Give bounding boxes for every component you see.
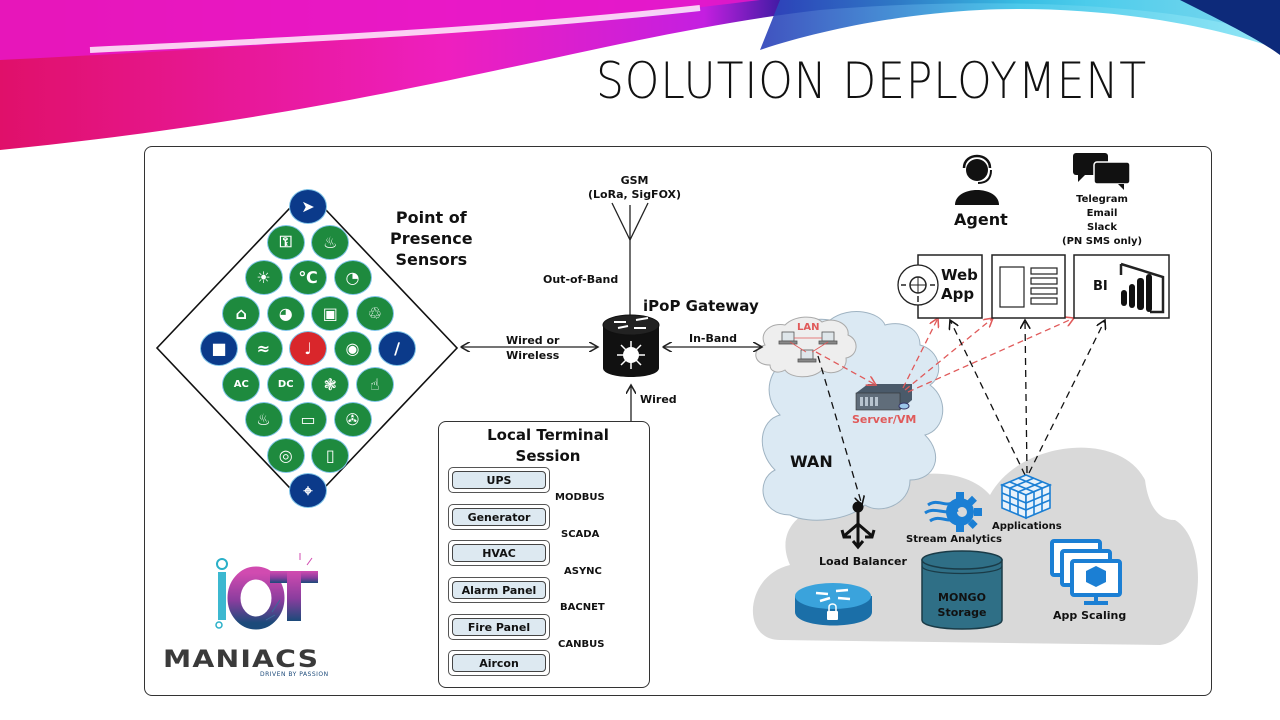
device-label: Aircon [452, 654, 546, 672]
web-app-label-line1: Web [941, 266, 978, 284]
channel-slack: Slack [1087, 222, 1117, 233]
iot-maniacs-logo [215, 553, 318, 630]
gsm-label-line1: GSM [620, 174, 649, 187]
logo-tagline: DRIVEN BY PASSION [260, 671, 329, 678]
applications-label: Applications [992, 521, 1062, 532]
app-scaling-label: App Scaling [1053, 609, 1127, 622]
sensors-heading-line3: Sensors [395, 250, 468, 269]
protocol-scada: SCADA [561, 529, 600, 540]
dashboard-box [991, 254, 1066, 319]
gsm-label-line2: (LoRa, SigFOX) [588, 188, 682, 201]
local-terminal-title-line2: Session [515, 447, 581, 465]
gateway-router-icon [602, 314, 660, 377]
red-dashed-links [815, 318, 1074, 393]
notification-channels: Telegram Email Slack (PN SMS only) [1062, 193, 1142, 249]
stream-analytics-label: Stream Analytics [906, 534, 1002, 545]
protocol-canbus: CANBUS [558, 639, 605, 650]
mongo-label-line1: MONGO [938, 591, 986, 604]
wired-or-line1: Wired or [506, 334, 560, 347]
lan-laptops-icon [778, 331, 838, 363]
device-ups[interactable]: UPS [448, 467, 550, 493]
out-of-band-label: Out-of-Band [543, 273, 619, 286]
in-band-label: In-Band [689, 332, 738, 345]
device-label: UPS [452, 471, 546, 489]
device-fire-panel[interactable]: Fire Panel [448, 614, 550, 640]
device-hvac[interactable]: HVAC [448, 540, 550, 566]
logo-name: MANIACS [163, 645, 320, 673]
server-vm-label: Server/VM [852, 413, 917, 426]
device-generator[interactable]: Generator [448, 504, 550, 530]
local-terminal-title-line1: Local Terminal [487, 426, 609, 444]
protocol-modbus: MODBUS [555, 492, 605, 503]
channel-email: Email [1086, 208, 1118, 219]
bi-label: BI [1093, 279, 1108, 294]
wired-or-wireless-label: Wired or Wireless [506, 333, 559, 363]
wan-label: WAN [790, 452, 833, 471]
background-swoosh [0, 0, 1280, 150]
protocol-bacnet: BACNET [560, 602, 605, 613]
device-label: Alarm Panel [452, 581, 546, 599]
device-alarm-panel[interactable]: Alarm Panel [448, 577, 550, 603]
antenna-icon [611, 202, 649, 241]
channel-telegram: Telegram [1076, 194, 1128, 205]
web-app-label-line2: App [941, 285, 975, 303]
device-label: Fire Panel [452, 618, 546, 636]
bi-box [1073, 254, 1170, 319]
app-scaling-icon [1050, 539, 1122, 605]
secure-router-icon [795, 583, 872, 626]
wired-label: Wired [640, 393, 677, 406]
mongo-label: MONGO Storage [922, 590, 1002, 620]
diagram-frame [144, 146, 1212, 696]
local-terminal-title: Local Terminal Session [478, 425, 618, 467]
load-balancer-icon [840, 501, 876, 550]
black-dashed-links [817, 320, 1105, 505]
mongo-storage-icon [921, 550, 1003, 630]
web-app-box [897, 254, 983, 319]
device-aircon[interactable]: Aircon [448, 650, 550, 676]
channel-pn-sms: (PN SMS only) [1062, 236, 1143, 247]
wired-or-line2: Wireless [506, 349, 560, 362]
slide-title: SOLUTION DEPLOYMENT [596, 52, 1148, 110]
applications-icon [999, 474, 1053, 520]
agent-label: Agent [954, 210, 1008, 229]
gsm-label: GSM (LoRa, SigFOX) [588, 174, 681, 202]
web-app-label: Web App [941, 266, 978, 304]
lan-label: LAN [797, 322, 820, 333]
stream-analytics-icon [924, 492, 982, 532]
load-balancer-label: Load Balancer [819, 555, 907, 568]
device-label: HVAC [452, 544, 546, 562]
protocol-async: ASYNC [564, 566, 602, 577]
sensors-heading-line1: Point of [395, 208, 467, 227]
chat-bubbles-icon [1073, 153, 1131, 190]
gateway-title: iPoP Gateway [643, 297, 759, 315]
device-label: Generator [452, 508, 546, 526]
server-vm-icon [855, 384, 912, 411]
sensors-heading-line2: Presence [390, 229, 473, 248]
agent-icon [955, 154, 999, 205]
sensors-heading: Point of Presence Sensors [390, 207, 473, 270]
mongo-label-line2: Storage [937, 606, 987, 619]
